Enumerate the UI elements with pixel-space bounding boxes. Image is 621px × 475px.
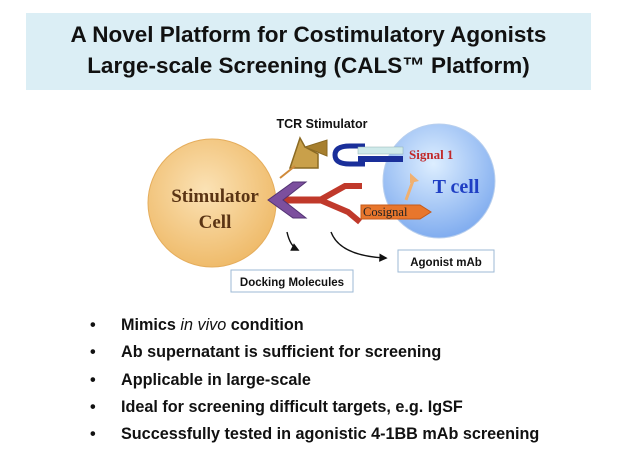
bullet-item: • Successfully tested in agonistic 4-1BB… (90, 421, 610, 448)
signal-1-label: Signal 1 (409, 147, 453, 162)
bullet-symbol: • (90, 316, 96, 334)
bullet-item: • Ab supernatant is sufficient for scree… (90, 339, 610, 366)
bullet-text: Successfully tested in agonistic 4-1BB m… (121, 425, 540, 444)
bullet-text-italic: in vivo (180, 316, 227, 334)
docking-molecule-chevron (267, 181, 308, 219)
cosignal-label: Cosignal (363, 205, 408, 219)
title-line-1: A Novel Platform for Costimulatory Agoni… (70, 22, 547, 47)
bullet-text: Ideal for screening difficult targets, e… (121, 397, 463, 416)
bullet-text-before: Mimics (121, 316, 181, 334)
bullet-item: • Applicable in large-scale (90, 367, 610, 394)
signal-arrow-head (410, 173, 419, 183)
bullet-item: • Ideal for screening difficult targets,… (90, 394, 610, 421)
bullet-symbol: • (90, 425, 96, 444)
t-cell-label: T cell (433, 176, 480, 198)
agonist-pointer-arrow (330, 231, 388, 262)
stimulator-cell-label-line1: Stimulator (171, 186, 259, 207)
title-banner: A Novel Platform for Costimulatory Agoni… (26, 13, 591, 90)
stimulator-cell-label-line2: Cell (199, 212, 232, 233)
tcr-stimulator-label: TCR Stimulator (277, 117, 368, 131)
bullet-symbol: • (90, 397, 96, 416)
cosignal-arrow (360, 204, 432, 220)
tcr-receptor (332, 143, 365, 167)
bullet-text: Ab supernatant is sufficient for screeni… (121, 343, 442, 362)
agonist-mab-box (397, 249, 495, 273)
bullet-list: • Mimics in vivo condition • Ab supernat… (90, 312, 610, 448)
bullet-text: Mimics in vivo condition (121, 312, 304, 339)
docking-molecules-label: Docking Molecules (240, 277, 344, 289)
bullet-symbol: • (90, 370, 96, 389)
bullet-text: Applicable in large-scale (121, 370, 311, 389)
title-line-2: Large-scale Screening (CALS™ Platform) (87, 53, 530, 78)
docking-molecules-box (230, 269, 354, 293)
agonist-mab-label: Agonist mAb (410, 257, 482, 269)
tcr-stimulator-molecule (279, 136, 328, 179)
bullet-item: • Mimics in vivo condition (90, 312, 610, 339)
cals-diagram: TCR Stimulator Signal 1 T cell Cosignal … (147, 117, 496, 293)
bullet-symbol: • (90, 343, 96, 362)
bullet-text-after: condition (226, 316, 304, 334)
docking-pointer-arrow (286, 231, 300, 251)
tcr-receptor-bar-light (357, 146, 404, 155)
tcr-receptor-bar-dark (358, 156, 403, 162)
